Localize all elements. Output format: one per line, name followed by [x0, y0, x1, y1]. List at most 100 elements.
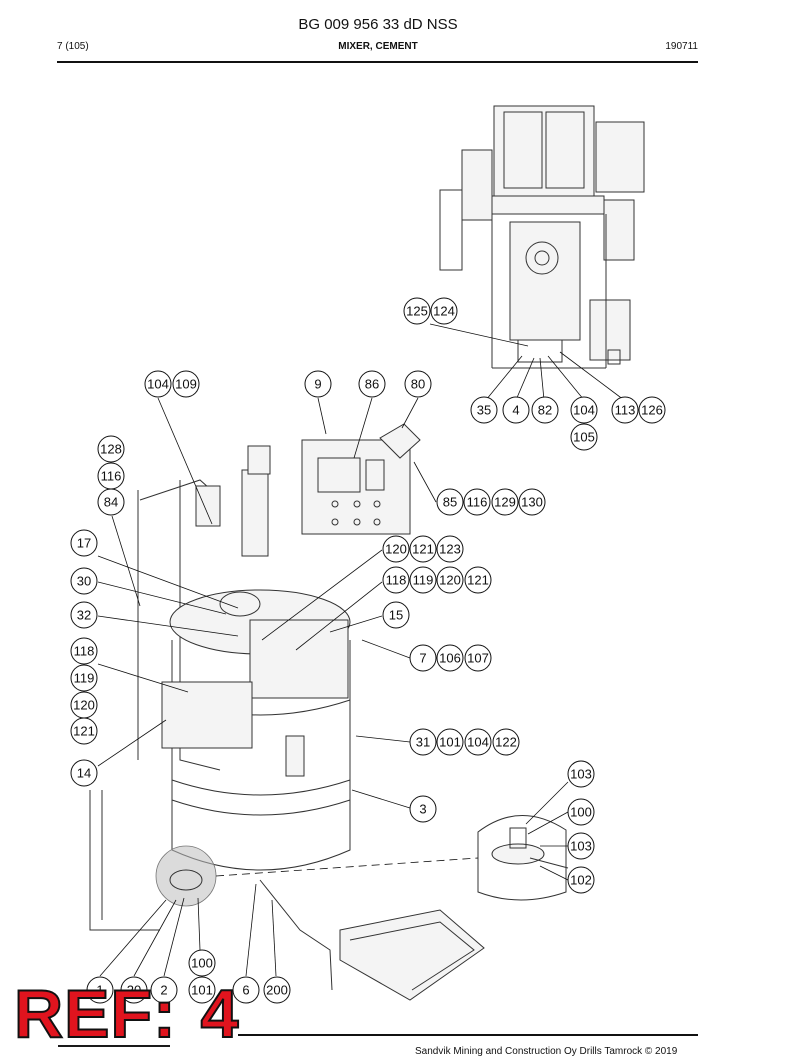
callout-82: 82 — [531, 396, 559, 424]
document-date: 190711 — [665, 41, 698, 52]
callout-number: 101 — [191, 983, 213, 998]
callout-circle — [70, 637, 98, 665]
callout-number: 82 — [538, 403, 552, 418]
callout-20: 20 — [120, 976, 148, 1004]
callout-circle — [358, 370, 386, 398]
callout-circle — [70, 717, 98, 745]
callout-number: 9 — [314, 377, 321, 392]
callout-number: 121 — [412, 542, 434, 557]
callout-circle — [436, 488, 464, 516]
ref-stamp-prefix: REF: — [13, 976, 177, 1052]
inset-view-artwork — [439, 105, 645, 369]
callout-circle — [436, 728, 464, 756]
callout-120: 120 — [436, 566, 464, 594]
callout-circle — [470, 396, 498, 424]
callout-number: 104 — [573, 403, 595, 418]
callout-number: 107 — [467, 651, 489, 666]
callout-circle — [172, 370, 200, 398]
ref-stamp-number: 4 — [200, 976, 240, 1052]
callout-circle — [611, 396, 639, 424]
callout-130: 130 — [518, 488, 546, 516]
callout-number: 124 — [433, 304, 455, 319]
callout-circle — [492, 728, 520, 756]
callout-number: 3 — [419, 802, 426, 817]
callout-circle — [567, 798, 595, 826]
callout-129: 129 — [491, 488, 519, 516]
callout-85: 85 — [436, 488, 464, 516]
callout-circle — [409, 535, 437, 563]
callout-number: 109 — [175, 377, 197, 392]
brand-logo-strip — [58, 1045, 170, 1057]
leader-lines — [97, 323, 625, 977]
callout-circle — [464, 728, 492, 756]
callout-circle — [404, 370, 432, 398]
callout-number: 15 — [389, 608, 403, 623]
callout-number: 103 — [570, 839, 592, 854]
callout-104: 104 — [570, 396, 598, 424]
callout-circle — [491, 488, 519, 516]
callout-7: 7 — [409, 644, 437, 672]
callout-number: 120 — [73, 698, 95, 713]
callout-number: 105 — [573, 430, 595, 445]
callout-17: 17 — [70, 529, 98, 557]
callout-circle — [70, 567, 98, 595]
callout-circle — [464, 644, 492, 672]
callout-number: 102 — [570, 873, 592, 888]
callout-number: 119 — [413, 573, 434, 588]
callout-circle — [409, 728, 437, 756]
callout-1: 1 — [86, 976, 114, 1004]
callout-circle — [304, 370, 332, 398]
callout-circle — [518, 488, 546, 516]
callout-109: 109 — [172, 370, 200, 398]
callout-circle — [403, 297, 431, 325]
callout-circle — [188, 949, 216, 977]
callout-86: 86 — [358, 370, 386, 398]
callout-number: 116 — [101, 469, 122, 484]
callout-80: 80 — [404, 370, 432, 398]
callout-14: 14 — [70, 759, 98, 787]
callout-circle — [436, 566, 464, 594]
callout-number: 17 — [77, 536, 91, 551]
callout-number: 4 — [512, 403, 519, 418]
callout-circle — [150, 976, 178, 1004]
callout-number: 6 — [242, 983, 249, 998]
callout-circle — [409, 795, 437, 823]
callout-103: 103 — [567, 832, 595, 860]
callout-121: 121 — [409, 535, 437, 563]
ref-stamp: REF: 4 — [13, 979, 239, 1049]
callout-circle — [70, 601, 98, 629]
callout-number: 86 — [365, 377, 379, 392]
callout-circle — [570, 423, 598, 451]
callout-number: 125 — [406, 304, 428, 319]
callout-number: 104 — [467, 735, 489, 750]
footer-copyright: Sandvik Mining and Construction Oy Drill… — [415, 1046, 678, 1057]
footer-rule — [238, 1034, 698, 1036]
callout-121: 121 — [70, 717, 98, 745]
callout-number: 32 — [77, 608, 91, 623]
callout-119: 119 — [409, 566, 437, 594]
callout-3: 3 — [409, 795, 437, 823]
callout-118: 118 — [382, 566, 410, 594]
callout-35: 35 — [470, 396, 498, 424]
callout-32: 32 — [70, 601, 98, 629]
callout-circle — [382, 601, 410, 629]
callout-circle — [531, 396, 559, 424]
callout-126: 126 — [638, 396, 666, 424]
callout-circle — [382, 535, 410, 563]
callout-number: 2 — [160, 983, 167, 998]
callout-number: 101 — [439, 735, 461, 750]
callout-113: 113 — [611, 396, 639, 424]
callout-103: 103 — [567, 760, 595, 788]
callout-number: 119 — [74, 671, 95, 686]
callout-124: 124 — [430, 297, 458, 325]
callout-number: 120 — [439, 573, 461, 588]
callout-104: 104 — [144, 370, 172, 398]
callout-number: 35 — [477, 403, 491, 418]
callout-circle — [567, 760, 595, 788]
callout-circle — [382, 566, 410, 594]
callout-2: 2 — [150, 976, 178, 1004]
callout-number: 84 — [104, 495, 118, 510]
callout-circle — [638, 396, 666, 424]
callout-118: 118 — [70, 637, 98, 665]
callout-circle — [86, 976, 114, 1004]
